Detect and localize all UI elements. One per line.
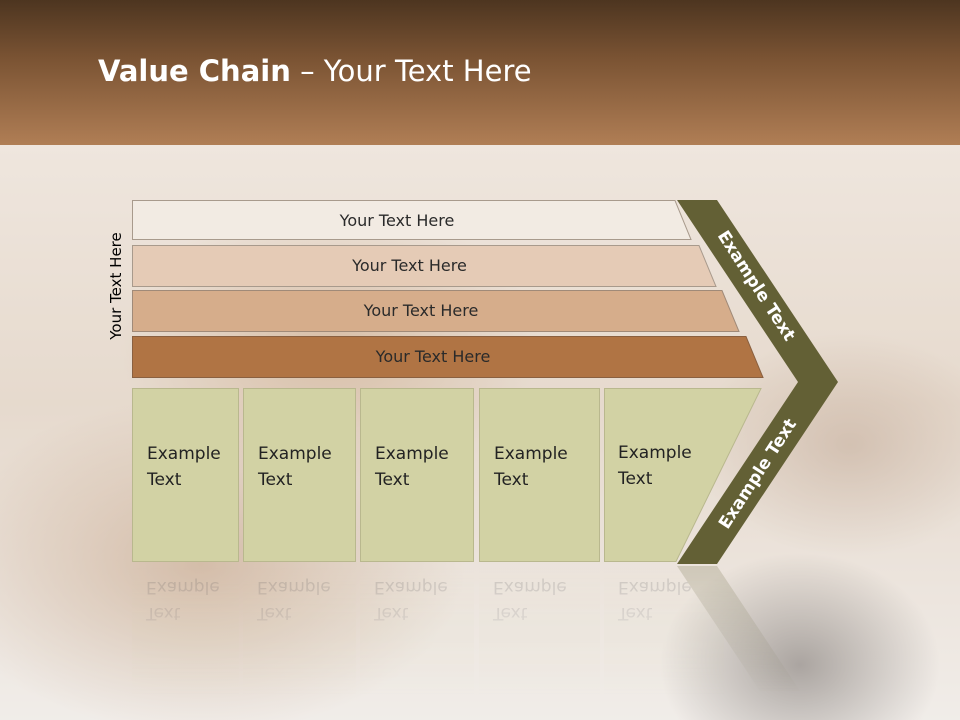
chevron-upper-label: Example Text xyxy=(713,227,799,345)
card-5-line2: Text xyxy=(618,469,653,489)
bar-2-label: Your Text Here xyxy=(352,255,467,275)
card-3: Example Text xyxy=(360,388,474,562)
bar-1-label: Your Text Here xyxy=(339,210,455,230)
slide-title-rest: – Your Text Here xyxy=(290,54,532,88)
card-1-line2: Text xyxy=(147,470,182,490)
card-2: Example Text xyxy=(243,388,356,562)
card-2-line2: Text xyxy=(258,470,293,490)
bar-4: Your Text Here xyxy=(132,336,764,378)
card-4-line1: Example xyxy=(494,444,568,464)
bar-3: Your Text Here xyxy=(132,290,740,332)
bar-3-label: Your Text Here xyxy=(363,300,479,320)
slide-title-bold: Value Chain xyxy=(98,54,291,88)
bar-1: Your Text Here xyxy=(132,200,692,240)
card-5: Example Text xyxy=(604,388,762,562)
card-3-line1: Example xyxy=(375,444,449,464)
card-5-line1: Example xyxy=(618,443,692,463)
slide-title: Value Chain – Your Text Here xyxy=(98,54,532,94)
card-4-line2: Text xyxy=(494,470,529,490)
card-1: Example Text xyxy=(132,388,239,562)
bar-3-shape xyxy=(132,290,740,332)
card-2-line1: Example xyxy=(258,444,332,464)
bar-4-label: Your Text Here xyxy=(375,346,491,366)
bar-2: Your Text Here xyxy=(132,245,717,287)
card-5-shape xyxy=(604,388,762,562)
chevron-shape xyxy=(677,200,838,564)
header-band xyxy=(0,0,960,145)
bar-1-shape xyxy=(132,200,692,240)
card-3-line2: Text xyxy=(375,470,410,490)
card-1-line1: Example xyxy=(147,444,221,464)
chevron-lower-label: Example Text xyxy=(715,415,801,533)
bar-4-shape xyxy=(132,336,764,378)
bar-2-shape xyxy=(132,245,717,287)
card-4: Example Text xyxy=(479,388,600,562)
